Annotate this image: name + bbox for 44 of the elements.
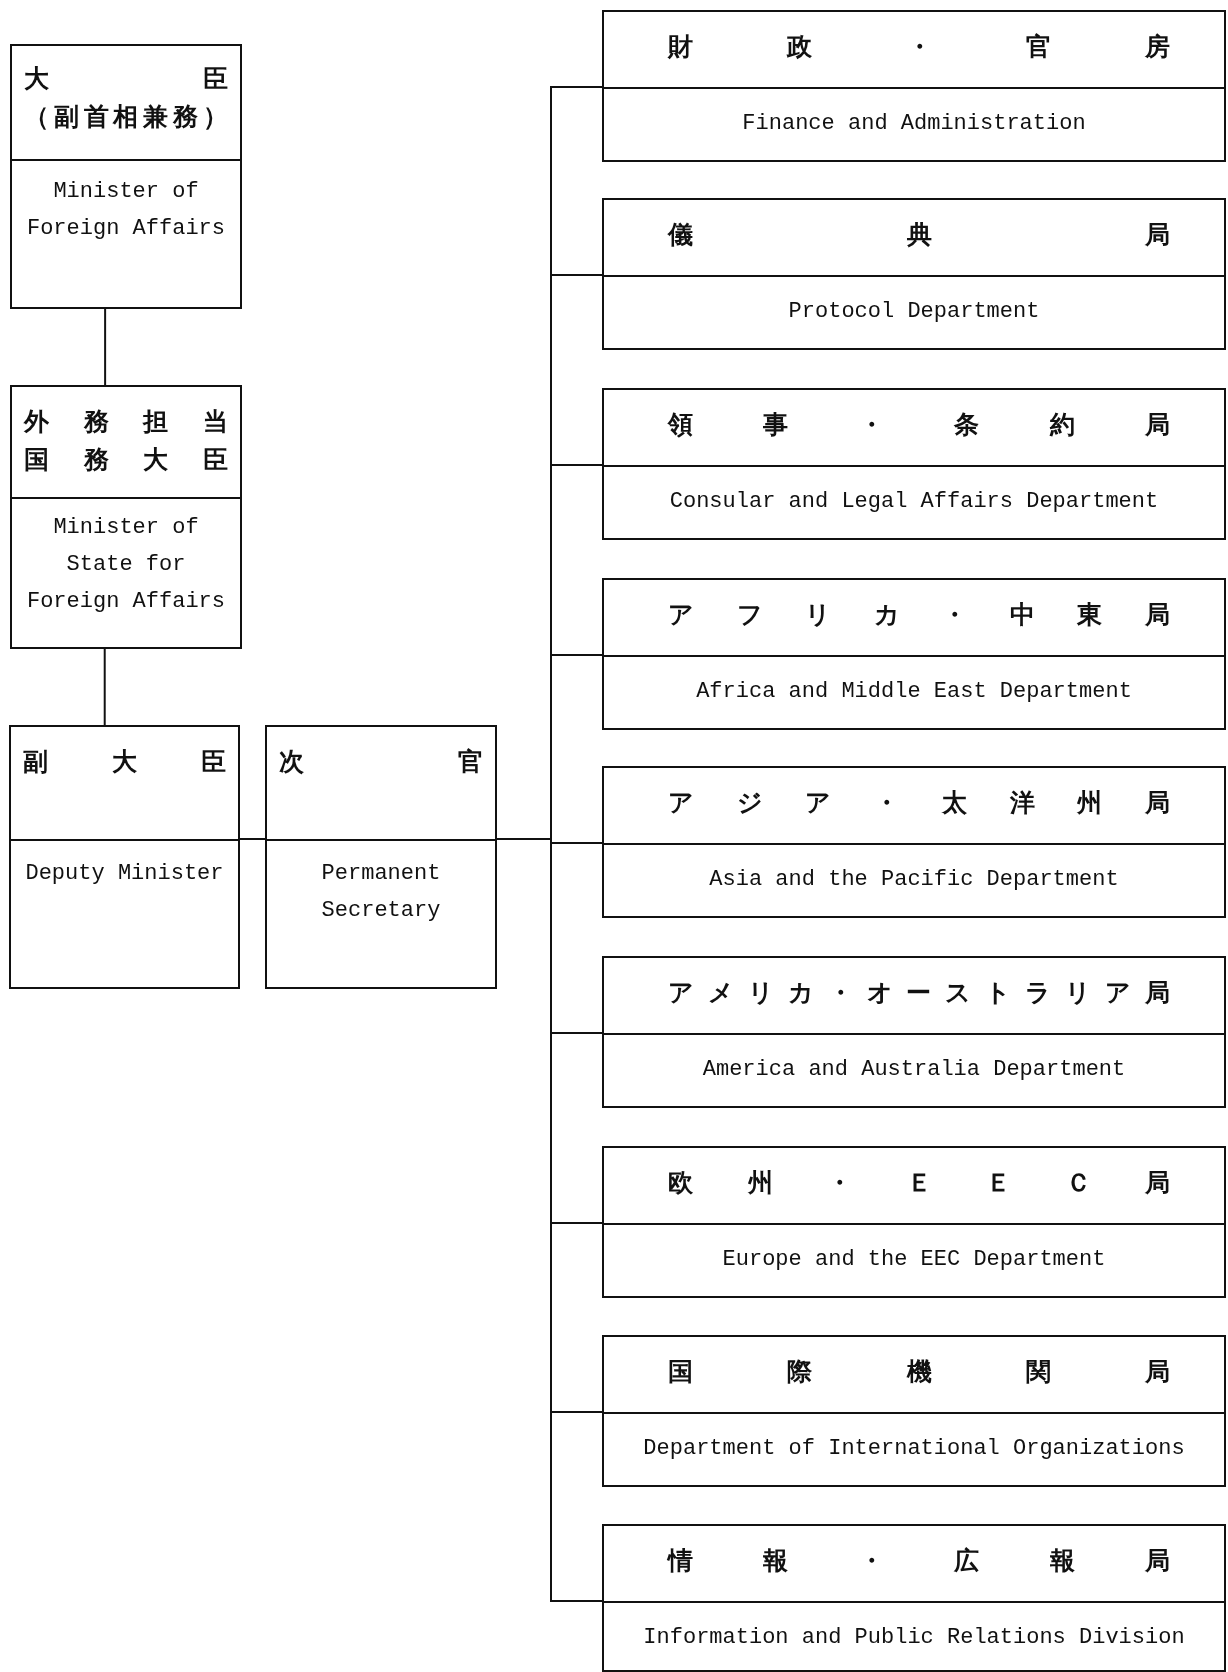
english-name: America and Australia Department: [701, 1056, 1127, 1084]
english-name: Permanent Secretary: [320, 860, 442, 925]
japanese-heading: アフリカ・中東局: [668, 599, 1170, 631]
japanese-heading: 財政・官房: [668, 31, 1170, 63]
english-name: Department of International Organizations: [642, 1435, 1186, 1463]
japanese-heading: 情報・広報局: [668, 1545, 1170, 1577]
connector-line: [104, 308, 107, 386]
japanese-heading: （副首相兼務）: [24, 101, 228, 133]
japanese-heading: 領事・条約局: [668, 409, 1170, 441]
org-box: [602, 1335, 1226, 1487]
org-box: [10, 44, 242, 309]
org-box: [602, 1146, 1226, 1298]
org-box: [602, 766, 1226, 918]
org-box: [602, 578, 1226, 730]
english-name: Consular and Legal Affairs Department: [668, 488, 1160, 516]
english-name: Protocol Department: [787, 298, 1041, 326]
english-name: Minister of State for Foreign Affairs: [25, 514, 226, 616]
japanese-heading: 外務担当: [24, 406, 228, 438]
connector-line: [103, 648, 106, 726]
english-name: Finance and Administration: [741, 110, 1087, 138]
org-box: [602, 956, 1226, 1108]
japanese-heading: 副大臣: [23, 746, 226, 778]
org-box: [9, 725, 240, 989]
org-box: [10, 385, 242, 649]
japanese-heading: アメリカ・オーストラリア局: [668, 977, 1170, 1009]
org-box: [265, 725, 497, 989]
english-name: Minister of Foreign Affairs: [25, 178, 226, 243]
org-box: [602, 10, 1226, 162]
org-box: [602, 388, 1226, 540]
english-name: Information and Public Relations Division: [642, 1624, 1186, 1652]
japanese-heading: 次官: [279, 746, 483, 778]
english-name: Asia and the Pacific Department: [708, 866, 1120, 894]
english-name: Europe and the EEC Department: [721, 1246, 1107, 1274]
japanese-heading: 国務大臣: [24, 444, 228, 476]
japanese-heading: 大臣: [24, 63, 228, 95]
org-box: [602, 1524, 1226, 1672]
japanese-heading: 儀典局: [668, 219, 1170, 251]
org-box: [602, 198, 1226, 350]
connector-line: [239, 838, 266, 840]
english-name: Deputy Minister: [24, 860, 225, 888]
japanese-heading: 国際機関局: [668, 1356, 1170, 1388]
english-name: Africa and Middle East Department: [695, 678, 1133, 706]
japanese-heading: 欧州・ＥＥＣ局: [668, 1167, 1170, 1199]
japanese-heading: アジア・太洋州局: [668, 787, 1170, 819]
